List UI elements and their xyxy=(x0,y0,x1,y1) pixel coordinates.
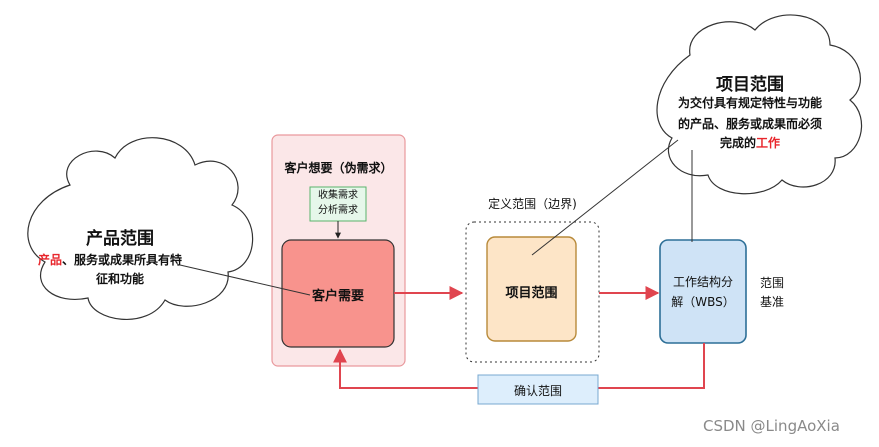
wbs-line1: 工作结构分 xyxy=(672,275,733,289)
customer-needs-label: 客户需要 xyxy=(311,289,364,304)
project-scope-cloud-line1: 为交付具有规定特性与功能 xyxy=(677,96,822,110)
project-work-highlight: 工作 xyxy=(756,136,781,150)
project-line3-prefix: 完成的 xyxy=(719,136,756,150)
confirm-scope-label: 确认范围 xyxy=(513,384,562,398)
scope-baseline-line1: 范围 xyxy=(760,276,785,290)
project-cloud-connector xyxy=(531,139,679,256)
analyze-requirements: 分析需求 xyxy=(318,205,358,216)
scope-baseline-line2: 基准 xyxy=(760,295,785,309)
product-highlight: 产品 xyxy=(38,253,63,267)
confirm-scope-box[interactable] xyxy=(477,374,599,405)
product-scope-cloud xyxy=(27,137,254,321)
csdn-watermark: CSDN @LingAoXia xyxy=(703,417,840,435)
customer-wants-label: 客户想要（伪需求） xyxy=(284,161,393,175)
project-scope-cloud xyxy=(656,14,863,195)
product-desc-line1-rest: 、服务或成果所具有特 xyxy=(62,253,183,267)
product-scope-title: 产品范围 xyxy=(86,229,154,249)
project-scope-cloud-line2: 的产品、服务或成果而必须 xyxy=(677,117,822,131)
project-scope-cloud-line3: 完成的工作 xyxy=(660,133,840,154)
project-scope-box-label: 项目范围 xyxy=(505,286,558,301)
define-scope-label: 定义范围（边界) xyxy=(488,197,577,211)
product-scope-desc: 产品、服务或成果所具有特 xyxy=(38,250,218,271)
wbs-line2: 解（WBS） xyxy=(671,295,735,309)
wbs-label: 工作结构分 解（WBS） xyxy=(660,272,746,312)
scope-baseline-label: 范围 基准 xyxy=(760,274,800,312)
product-cloud-connector xyxy=(179,264,311,296)
collect-requirements: 收集需求 xyxy=(318,190,358,201)
requirements-process-text: 收集需求 分析需求 xyxy=(310,188,366,218)
project-scope-box[interactable] xyxy=(486,236,577,342)
product-desc-line2: 征和功能 xyxy=(95,272,144,286)
project-scope-cloud-title: 项目范围 xyxy=(716,75,784,95)
